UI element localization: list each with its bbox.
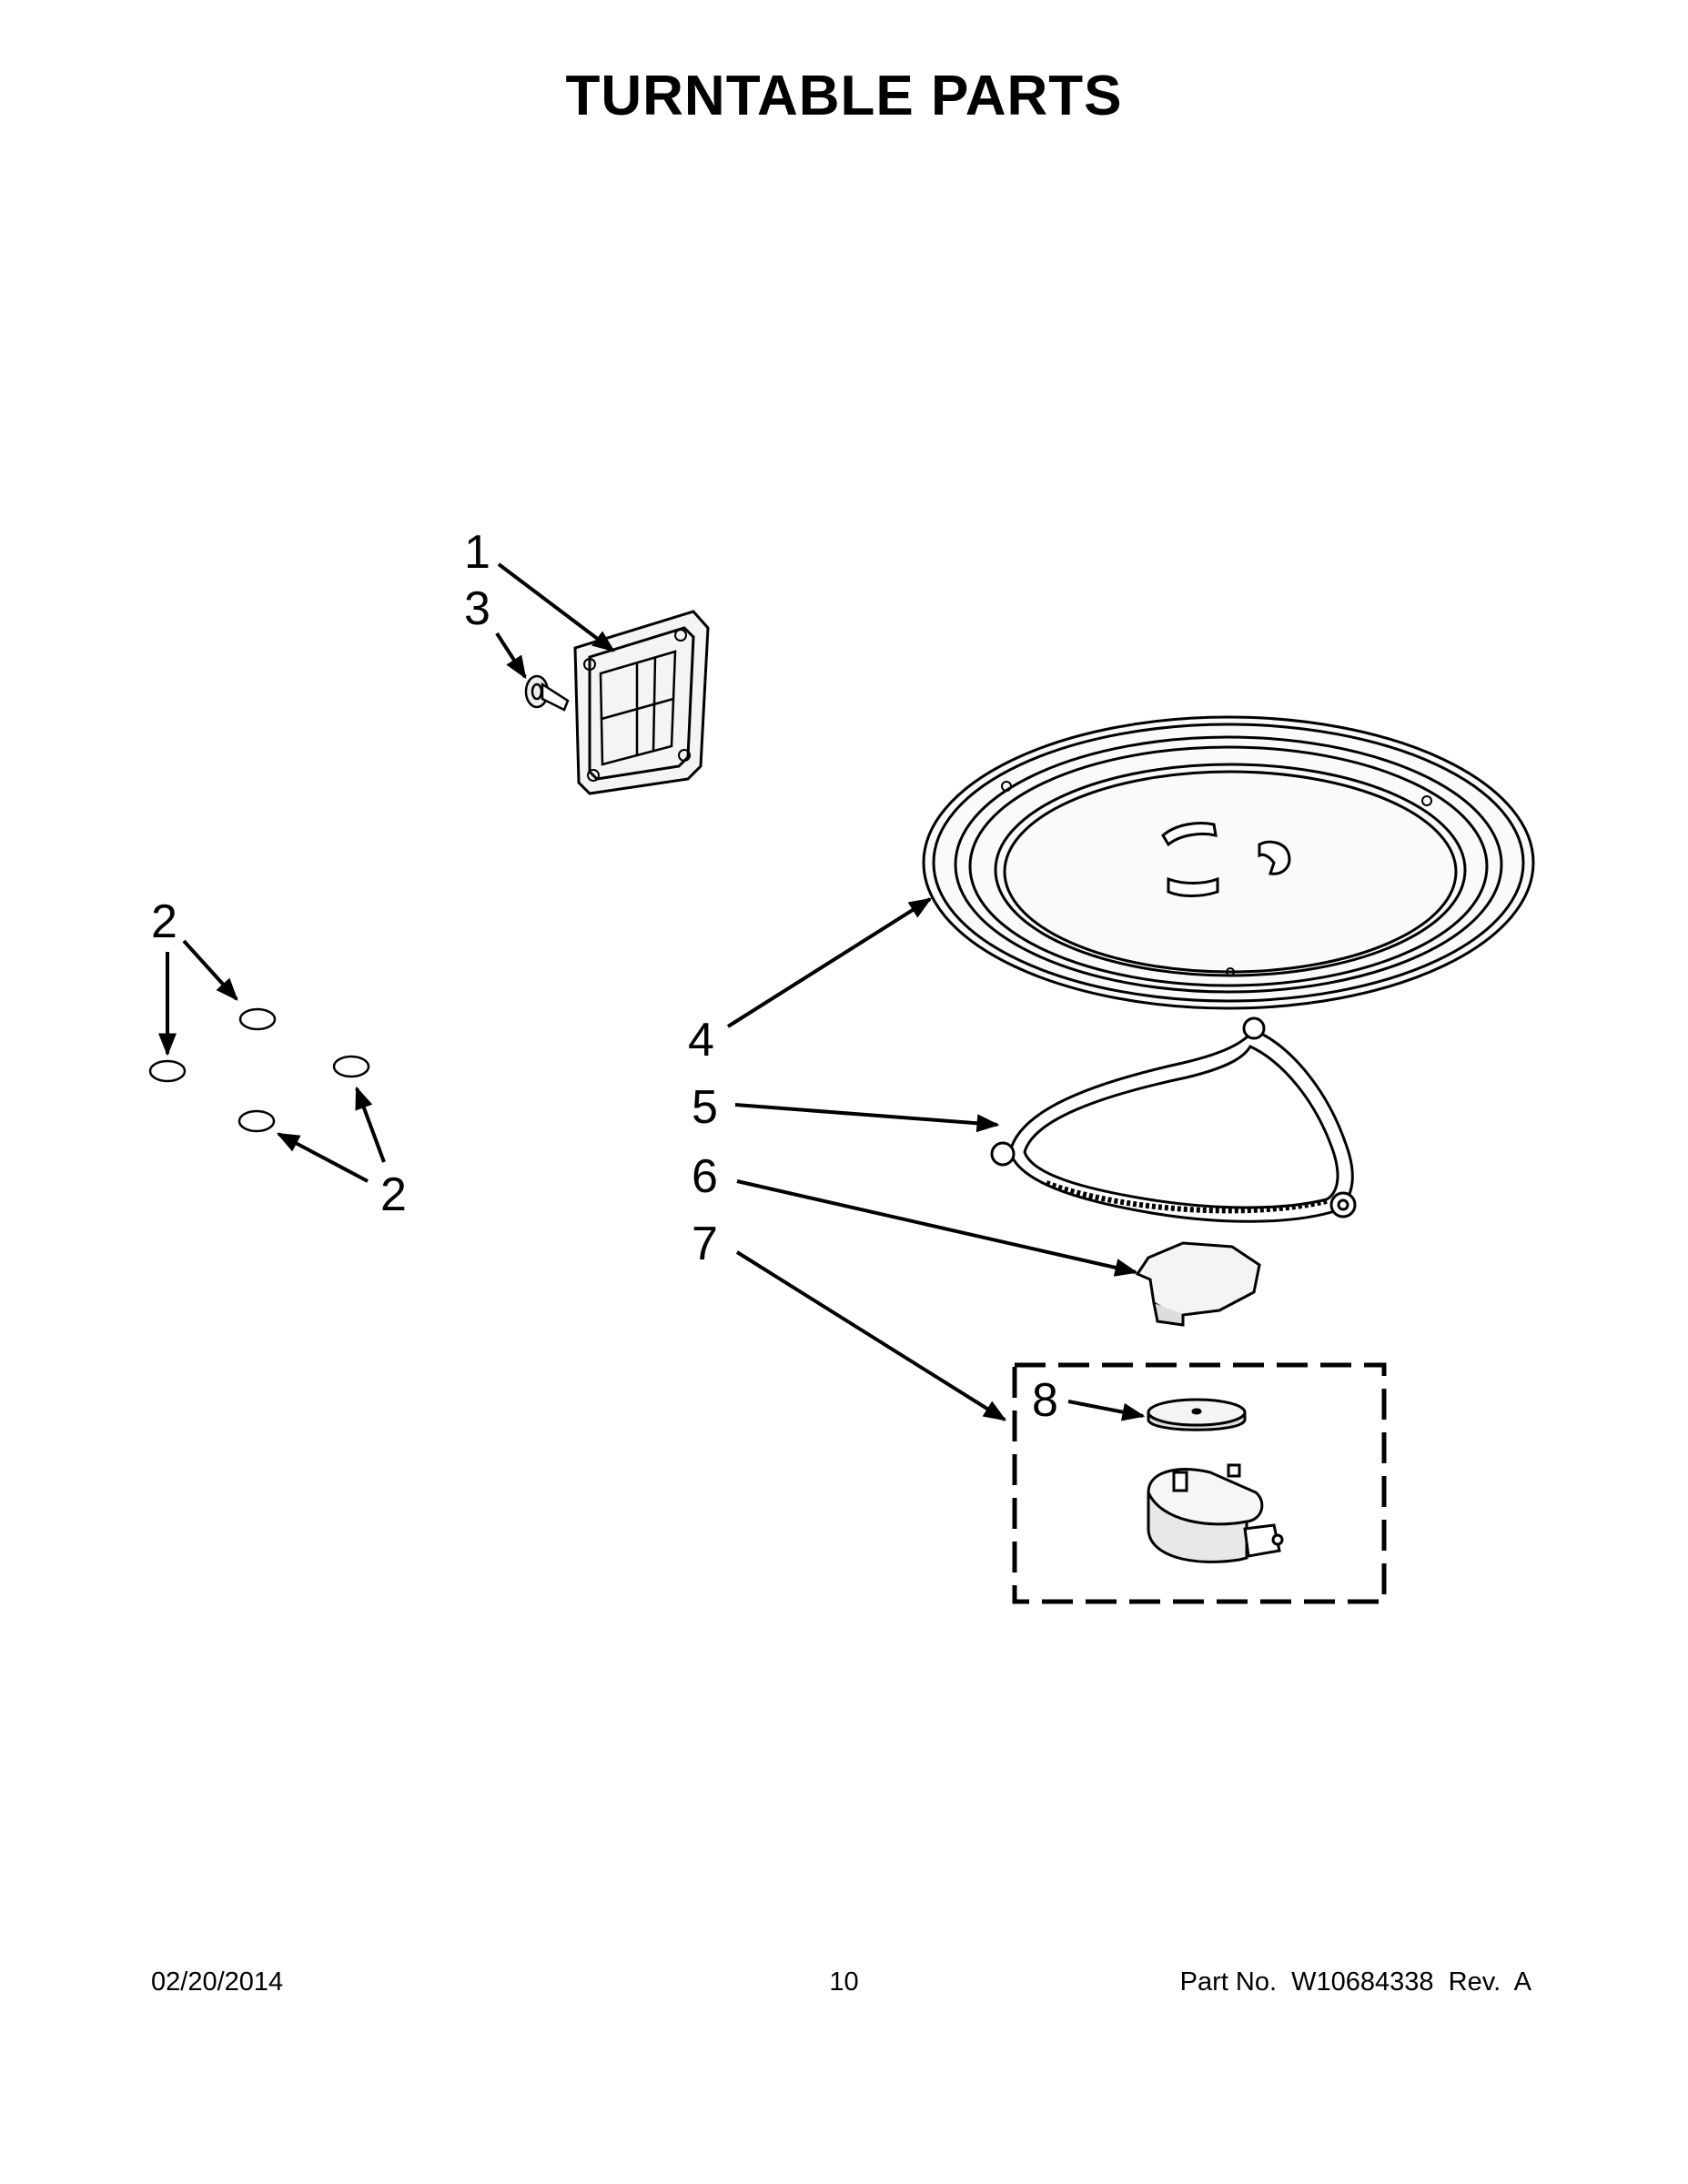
waveguide-cover-part [573,610,710,795]
arrow-8 [1067,1400,1146,1421]
callout-4: 4 [688,1014,714,1067]
callout-8: 8 [1032,1374,1058,1427]
arrow-5 [734,1103,1000,1133]
mounting-screw-part [524,674,570,712]
footer-part-number: Part No. W10684338 Rev. A [1179,1967,1531,1997]
callout-7: 7 [692,1218,718,1270]
callout-1: 1 [464,526,490,579]
callout-2: 2 [380,1168,407,1221]
turntable-tray-part [922,715,1535,1010]
arrow-4 [726,897,933,1028]
roller-ring-part [990,1016,1357,1223]
foot-part [238,1007,277,1031]
feet-parts [148,1007,370,1133]
motor-kit-group-box [1012,1362,1387,1604]
arrow-3 [495,632,527,680]
footer-page-number: 10 [829,1967,859,1997]
footer-date: 02/20/2014 [151,1967,284,1997]
arrow-2b-up [355,1086,386,1163]
arrow-2b-diag [276,1132,369,1183]
arrow-7 [735,1250,1007,1421]
foot-part [332,1055,370,1078]
foot-part [238,1109,276,1133]
arrow-2a-diag [182,939,238,1001]
leader-arrows [158,562,1146,1421]
callout-3: 3 [464,582,490,635]
coupler-part [1135,1241,1261,1327]
arrow-1 [497,562,615,652]
callout-6: 6 [692,1150,718,1203]
motor-disc-part [1147,1398,1247,1431]
callout-5: 5 [692,1081,718,1134]
callout-2: 2 [151,895,177,948]
arrow-6 [736,1179,1138,1277]
page-title: TURNTABLE PARTS [565,65,1123,127]
foot-part [148,1059,187,1083]
turntable-motor-part [1147,1463,1284,1563]
